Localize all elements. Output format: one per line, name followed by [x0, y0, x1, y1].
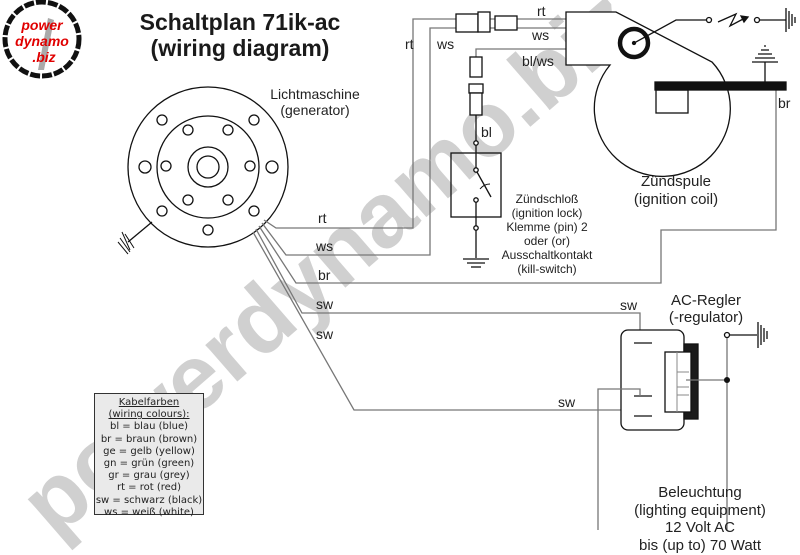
- wire-label-sw-reg-top: sw: [620, 297, 638, 313]
- wire-label-sw-gen2: sw: [316, 326, 334, 342]
- ignition-lock-symbol: [450, 48, 566, 268]
- svg-text:(lighting equipment): (lighting equipment): [634, 502, 766, 519]
- svg-text:Klemme (pin) 2: Klemme (pin) 2: [506, 220, 588, 234]
- legend-item: bl = blau (blue): [109, 421, 189, 433]
- svg-text:Beleuchtung: Beleuchtung: [658, 484, 741, 501]
- wire-label-rt-gen: rt: [318, 210, 327, 226]
- legend-item: ws = weiß (white): [104, 506, 194, 518]
- wire-label-sw-reg-bottom: sw: [558, 394, 576, 410]
- title-line1: Schaltplan 71ik-ac: [140, 9, 341, 35]
- svg-text:Ausschaltkontakt: Ausschaltkontakt: [502, 248, 593, 262]
- svg-text:(ignition lock): (ignition lock): [512, 206, 583, 220]
- ac-regulator-symbol: [597, 322, 768, 530]
- lighting-label: Beleuchtung (lighting equipment) 12 Volt…: [634, 484, 766, 554]
- svg-text:oder (or): oder (or): [524, 234, 570, 248]
- generator-label-en: (generator): [280, 102, 349, 118]
- wire-label-ws-gen: ws: [315, 238, 333, 254]
- connector-plugs: [455, 11, 518, 33]
- wire-label-rt: rt: [405, 36, 414, 52]
- generator-symbol: [117, 86, 289, 255]
- legend-item: ge = gelb (yellow): [103, 445, 195, 457]
- legend-item: gr = grau (grey): [108, 470, 190, 482]
- ignition-lock-label: Zündschloß (ignition lock) Klemme (pin) …: [502, 192, 593, 276]
- legend-item: br = braun (brown): [100, 433, 198, 445]
- legend-subtitle: (wiring colours):: [108, 409, 190, 421]
- svg-text:(kill-switch): (kill-switch): [517, 262, 576, 276]
- legend-item: gn = grün (green): [103, 458, 195, 470]
- wire-label-br-right: br: [778, 95, 791, 111]
- svg-text:bis (up to) 70 Watt: bis (up to) 70 Watt: [639, 537, 762, 554]
- legend-item: rt = rot (red): [116, 482, 182, 494]
- ignition-coil-symbol: [565, 8, 796, 178]
- ignition-coil-label-en: (ignition coil): [634, 191, 718, 208]
- wire-label-rt-coil: rt: [537, 3, 546, 19]
- svg-text:Zündschloß: Zündschloß: [516, 192, 579, 206]
- regulator-label: AC-Regler: [671, 292, 741, 309]
- generator-label: Lichtmaschine: [270, 86, 360, 102]
- legend-title: Kabelfarben: [118, 397, 180, 408]
- title-line2: (wiring diagram): [151, 35, 330, 61]
- logo: power dynamo .biz: [2, 0, 82, 79]
- ignition-coil-label: Zündspule: [641, 173, 711, 190]
- wire-label-sw-gen1: sw: [316, 296, 334, 312]
- wire-label-ws: ws: [436, 36, 454, 52]
- svg-text:.biz: .biz: [32, 49, 55, 65]
- wire-label-ws-coil: ws: [531, 27, 549, 43]
- svg-text:dynamo: dynamo: [15, 33, 69, 49]
- svg-text:power: power: [20, 17, 64, 33]
- legend-item: sw = schwarz (black): [95, 494, 203, 506]
- svg-text:12 Volt AC: 12 Volt AC: [665, 519, 735, 536]
- wire-label-bl: bl: [481, 124, 492, 140]
- wire-label-blws: bl/ws: [522, 53, 554, 69]
- wiring-colour-legend: Kabelfarben (wiring colours): bl = blau …: [94, 393, 204, 518]
- wire-label-br-gen: br: [318, 267, 331, 283]
- regulator-label-en: (-regulator): [669, 309, 743, 326]
